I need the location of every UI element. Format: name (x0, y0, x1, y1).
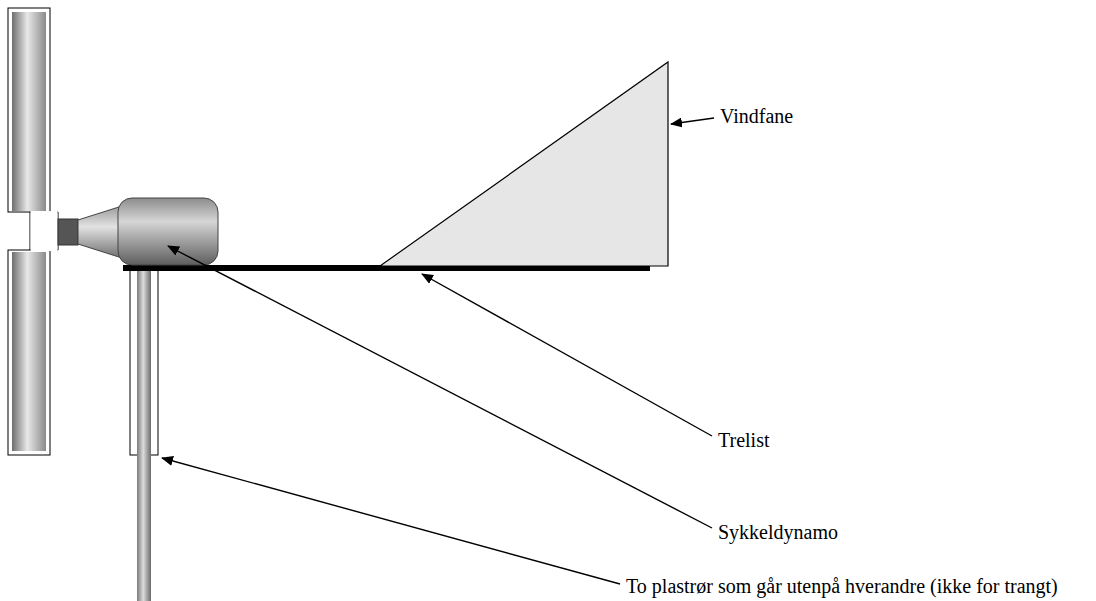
leader-line (162, 458, 620, 584)
wind-vane (380, 62, 668, 266)
part-label: Trelist (716, 429, 772, 452)
shaft (58, 219, 78, 245)
leader-line (168, 246, 712, 528)
hub (31, 211, 58, 251)
lower-blade (12, 252, 46, 451)
inner-tube (137, 270, 151, 601)
leader-line (671, 118, 714, 124)
dynamo-cone (78, 206, 122, 258)
hub-outline (30, 212, 58, 250)
part-label: To plastrør som går utenpå hverandre (ik… (624, 575, 1060, 598)
blade-frame (8, 8, 50, 212)
upper-blade (12, 12, 46, 211)
part-label: Sykkeldynamo (716, 521, 840, 544)
bicycle-dynamo (118, 198, 218, 265)
rotor (8, 8, 58, 455)
leader-lines (162, 118, 714, 584)
part-label: Vindfane (718, 105, 795, 128)
blade-frame (8, 250, 50, 455)
leader-line (422, 274, 712, 436)
